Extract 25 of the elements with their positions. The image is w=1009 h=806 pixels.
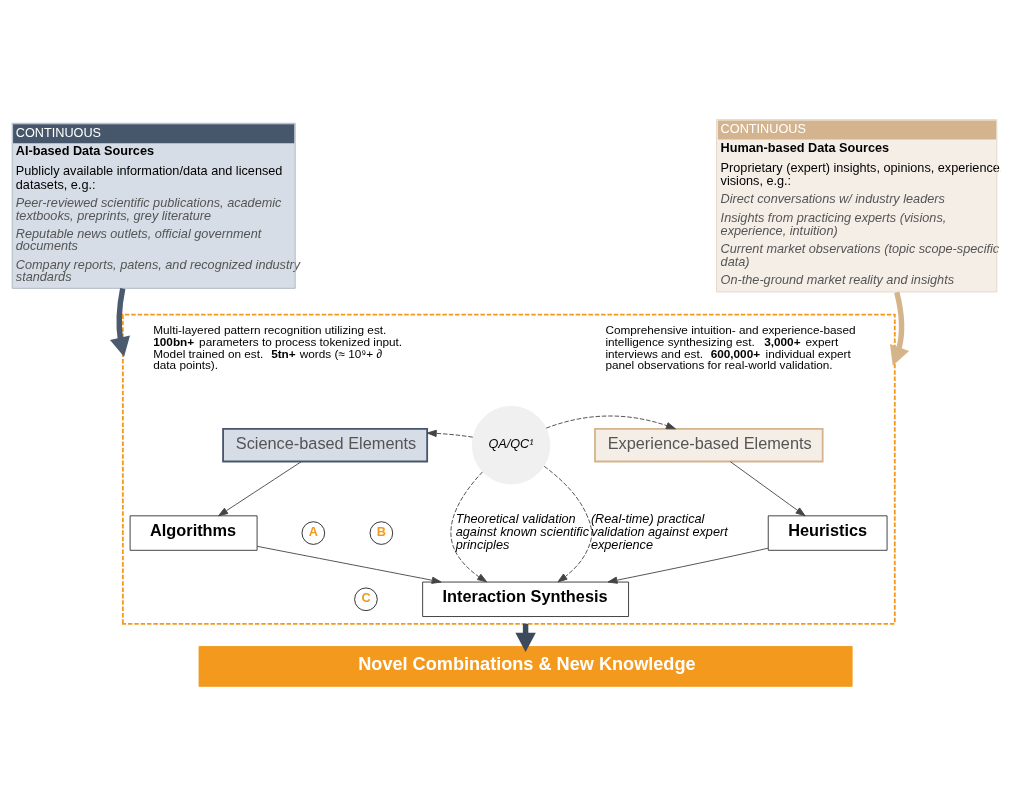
node-box: Heuristics: [767, 515, 888, 551]
node-box: Novel Combinations & New Knowledge: [198, 646, 853, 687]
cluster: [121, 313, 896, 625]
node-circle: A: [301, 521, 326, 545]
edge-label: (Real-time) practical validation against expert experience: [590, 512, 728, 552]
arrow: [256, 545, 442, 584]
arrow: [889, 291, 910, 366]
arrow: [545, 415, 676, 430]
arrow: [450, 471, 488, 583]
arrow: [110, 287, 130, 357]
node-circle: QA/QC¹: [471, 405, 551, 485]
arrow: [218, 461, 302, 517]
label: Multi-layered pattern recognition utilizing est. 100bn+ parameters to process tokenized input. Model trained on est. 5tn+ words (≈ 10⁹+ ∂ data points).: [153, 323, 403, 372]
arrow: [426, 429, 474, 438]
arrow: [543, 465, 593, 583]
arrow: [607, 547, 769, 584]
edge-label: Theoretical validation against known scientific principles: [455, 512, 590, 552]
node-box: Interaction Synthesis: [422, 581, 629, 617]
node-box: Experience-based Elements: [594, 427, 824, 463]
node-circle: B: [369, 521, 394, 545]
node-box: Science-based Elements: [222, 427, 429, 463]
node-circle: C: [354, 587, 378, 612]
node-box: Algorithms: [129, 515, 258, 551]
arrow: [729, 461, 806, 517]
label: Comprehensive intuition- and experience-based intelligence synthesizing est. 3,000+ expert interviews and est. 600,000+ individual expert panel observations for real-world validation.: [605, 323, 856, 372]
